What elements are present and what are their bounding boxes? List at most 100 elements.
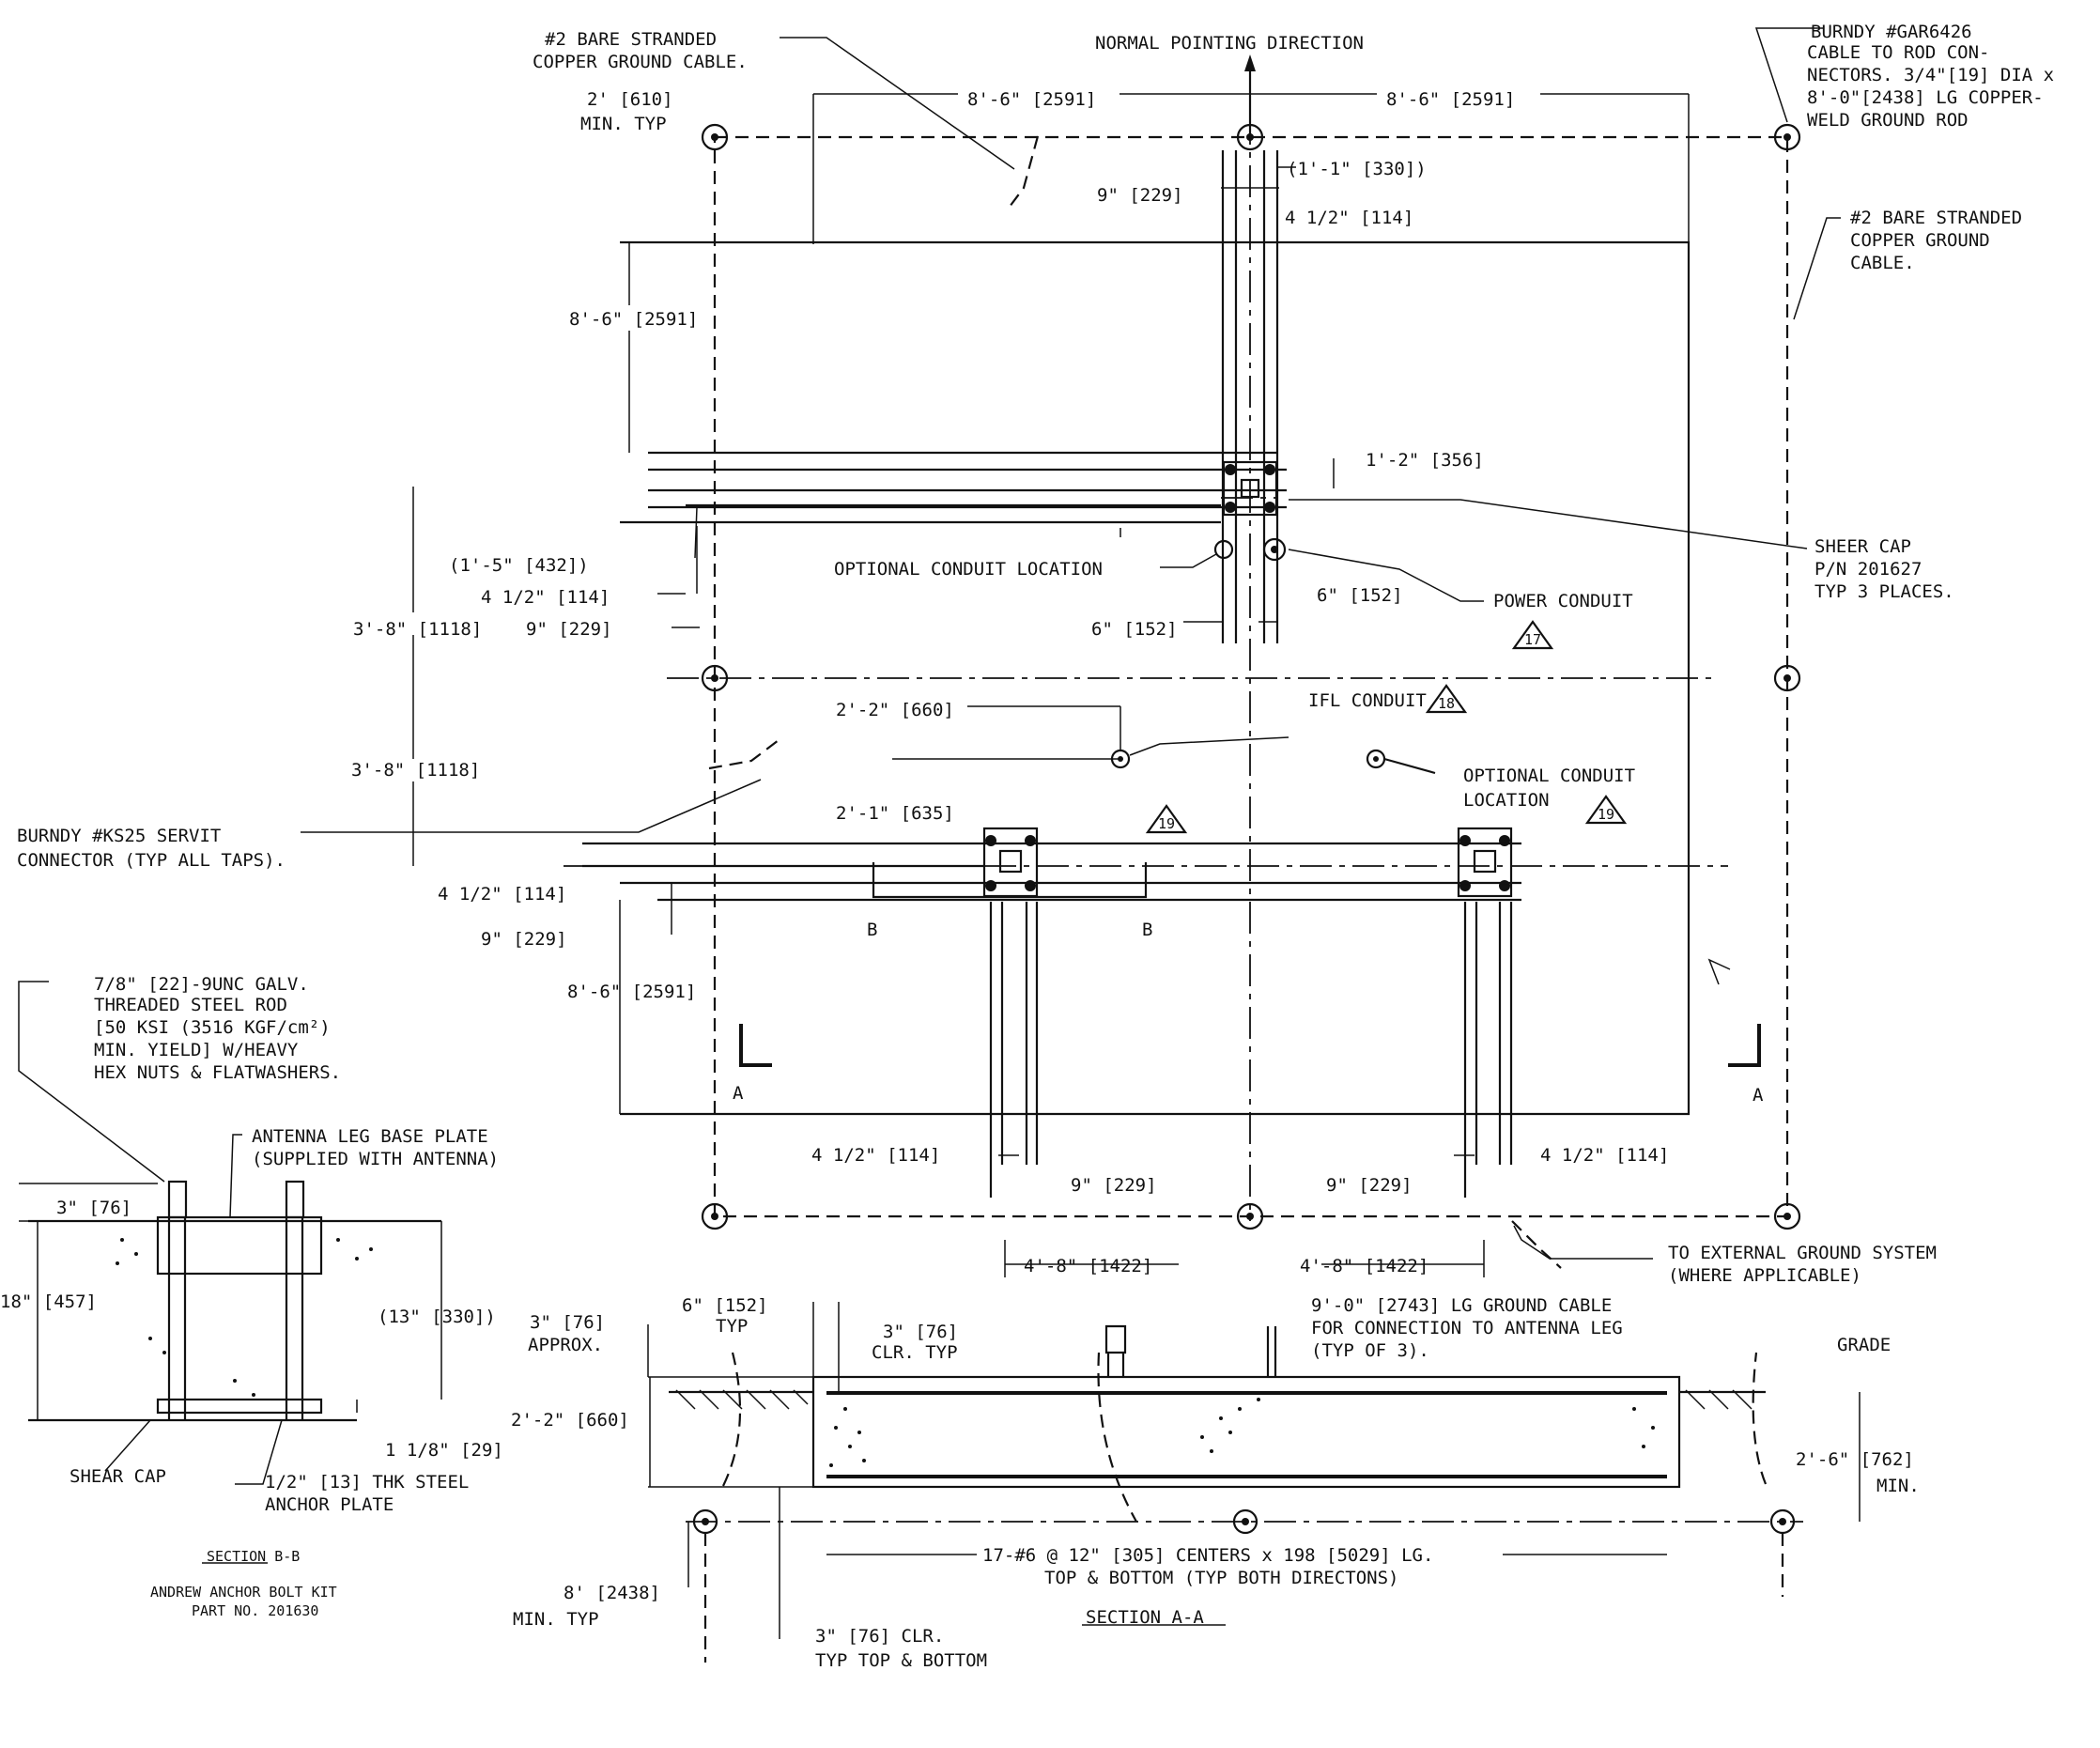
min-typ-8-1: 8' [2438] [564,1583,660,1603]
rod-spec-4: MIN. YIELD] W/HEAVY [94,1040,299,1060]
dim-8-6-left-upper: 8'-6" [2591] [569,309,698,330]
clr-typ-1: 3" [76] [883,1322,958,1342]
triangle-17: 17 [1524,631,1541,648]
dim-3-bb: 3" [76] [56,1198,131,1218]
typ-6-2: TYP [716,1316,748,1337]
plan-leaders [301,27,1841,1269]
min-typ-1: 2' [610] [587,89,673,110]
sheer-cap-1: SHEER CAP [1814,536,1911,557]
section-bb-title: SECTION B-B [207,1548,300,1565]
top-left-cable-note-2: COPPER GROUND CABLE. [533,52,748,72]
power-conduit-label: POWER CONDUIT [1493,591,1633,611]
dim-1-1-8: 1 1/8" [29] [385,1440,503,1461]
dim-4-8-left: 4'-8" [1422] [1024,1256,1152,1276]
optional-conduit-top: OPTIONAL CONDUIT LOCATION [834,559,1103,580]
dim-4half-top: 4 1/2" [114] [1285,208,1413,228]
dim-4half-br: 4 1/2" [114] [1540,1145,1669,1166]
dim-1-5: (1'-5" [432]) [449,555,589,576]
ifl-conduit-label: IFL CONDUIT [1308,690,1427,711]
clr-bottom-1: 3" [76] CLR. [815,1626,944,1647]
dim-2-2: 2'-2" [660] [836,700,954,720]
dim-9-mid: 9" [229] [481,929,567,950]
min-typ-2: MIN. TYP [580,114,667,134]
normal-pointing-label: NORMAL POINTING DIRECTION [1095,33,1364,54]
rod-spec-3: [50 KSI (3516 KGF/cm²) [94,1017,331,1038]
dim-4-8-right: 4'-8" [1422] [1300,1256,1428,1276]
burndy-rod-note-1: BURNDY #GAR6426 [1811,22,1972,42]
sheer-cap-2: P/N 201627 [1814,559,1922,580]
dim-9-top: 9" [229] [1097,185,1183,206]
grade-label: GRADE [1837,1335,1891,1355]
marker-a-right: A [1753,1085,1764,1106]
triangle-19-left: 19 [1158,815,1175,832]
burndy-servit-2: CONNECTOR (TYP ALL TAPS). [17,850,286,871]
dim-6-right: 6" [152] [1317,585,1403,606]
to-external-1: TO EXTERNAL GROUND SYSTEM [1668,1243,1937,1263]
slab-section [811,1375,1681,1489]
dim-9-br: 9" [229] [1326,1175,1413,1196]
typ-6-1: 6" [152] [682,1295,768,1316]
burndy-rod-note-2: CABLE TO ROD CON- [1807,42,1989,63]
top-left-cable-note-1: #2 BARE STRANDED [545,29,717,50]
marker-a-left: A [733,1083,744,1104]
burndy-rod-note-5: WELD GROUND ROD [1807,110,1969,131]
revision-triangles: 17 18 19 19 [1145,620,1628,834]
plan-dimensions [412,93,1690,1277]
ground-cable-leg-2: FOR CONNECTION TO ANTENNA LEG [1311,1318,1623,1338]
burndy-rod-note-4: 8'-0"[2438] LG COPPER- [1807,87,2044,108]
top-anchor-plate [1221,150,1279,643]
rod-spec-5: HEX NUTS & FLATWASHERS. [94,1062,341,1083]
to-external-2: (WHERE APPLICABLE) [1668,1265,1861,1286]
rod-spec-2: THREADED STEEL ROD [94,995,287,1015]
marker-b-left: B [867,920,877,940]
dim-3-8-b: 3'-8" [1118] [351,760,480,781]
kit-note-1: ANDREW ANCHOR BOLT KIT [150,1584,337,1601]
sheer-cap-3: TYP 3 PLACES. [1814,581,1954,602]
min-2-6-1: 2'-6" [762] [1796,1449,1914,1470]
burndy-servit-1: BURNDY #KS25 SERVIT [17,826,221,846]
min-typ-8-2: MIN. TYP [513,1609,599,1630]
dim-3-8-a: 3'-8" [1118] [353,619,482,640]
dim-9-bl: 9" [229] [1071,1175,1157,1196]
clr-typ-2: CLR. TYP [872,1342,958,1363]
dim-4half-left: 4 1/2" [114] [481,587,610,608]
anchor-plate-2: ANCHOR PLATE [265,1494,394,1515]
section-aa-title: SECTION A-A [1086,1607,1204,1628]
dim-6-left: 6" [152] [1091,619,1178,640]
ground-rod-markers [701,123,1801,1230]
triangle-18: 18 [1438,695,1455,712]
shear-cap-label: SHEAR CAP [69,1466,166,1487]
triangle-19-right: 19 [1598,806,1614,823]
dim-2-2-sec: 2'-2" [660] [511,1410,629,1431]
dim-top-left: 8'-6" [2591] [967,89,1096,110]
dim-2-1: 2'-1" [635] [836,803,954,824]
right-cable-note-2: COPPER GROUND [1850,230,1990,251]
base-plate-1: ANTENNA LEG BASE PLATE [252,1126,488,1147]
kit-note-2: PART NO. 201630 [192,1602,318,1619]
plan-view [564,54,1801,1230]
dim-4half-mid: 4 1/2" [114] [438,884,566,905]
optional-conduit-right-2: LOCATION [1463,790,1550,811]
dim-4half-bl: 4 1/2" [114] [811,1145,940,1166]
dim-1-2: 1'-2" [356] [1366,450,1484,471]
min-2-6-2: MIN. [1876,1476,1920,1496]
approx-1: 3" [76] [530,1312,605,1333]
base-plate-2: (SUPPLIED WITH ANTENNA) [252,1149,499,1169]
marker-b-right: B [1142,920,1152,940]
dim-13: (13" [330]) [378,1307,496,1327]
optional-conduit-right-1: OPTIONAL CONDUIT [1463,766,1635,786]
dim-18: 18" [457] [0,1292,97,1312]
labels: #2 BARE STRANDED COPPER GROUND CABLE. NO… [0,22,2054,1671]
burndy-rod-note-3: NECTORS. 3/4"[19] DIA x [1807,65,2054,85]
right-cable-note-1: #2 BARE STRANDED [1850,208,2022,228]
clr-bottom-2: TYP TOP & BOTTOM [815,1650,987,1671]
section-aa [647,1302,1861,1663]
ground-cable-perimeter [713,135,1789,1218]
anchor-plate-1: 1/2" [13] THK STEEL [265,1472,469,1493]
right-cable-note-3: CABLE. [1850,253,1915,273]
rebar-note-1: 17-#6 @ 12" [305] CENTERS x 198 [5029] L… [982,1545,1433,1566]
dim-9-left: 9" [229] [526,619,612,640]
dim-8-6-left-lower: 8'-6" [2591] [567,982,696,1002]
rod-spec-1: 7/8" [22]-9UNC GALV. [94,974,309,995]
